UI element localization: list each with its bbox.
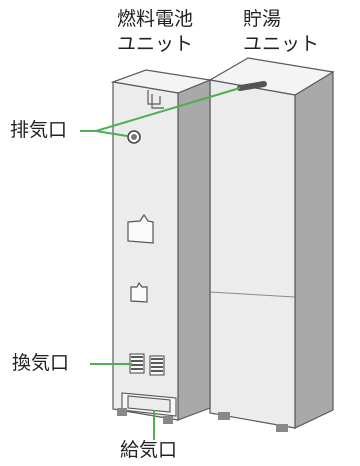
air-intake-opening — [121, 392, 177, 417]
fuel-cell-unit — [110, 69, 213, 424]
storage-unit-side — [294, 70, 334, 429]
fuel-cell-unit-front — [112, 81, 179, 421]
storage-unit-front — [209, 79, 296, 429]
fuel-cell-small-box — [130, 281, 148, 303]
ventilation-label: 換気口 — [12, 352, 70, 374]
fuel-cell-unit-foot — [117, 408, 127, 416]
fuel-cell-unit-side — [177, 79, 211, 421]
storage-unit-exhaust-slot — [237, 81, 267, 91]
storage-unit — [208, 57, 335, 432]
storage-unit-foot — [218, 412, 230, 420]
fuel-cell-access-box — [127, 213, 154, 244]
storage-unit-label-line2: ユニット — [243, 33, 320, 55]
exhaust-port-center — [131, 134, 137, 140]
storage-unit-label-line1: 貯湯 — [243, 8, 282, 30]
fuel-cell-unit-label-line1: 燃料電池 — [117, 8, 194, 30]
fuel-cell-unit-label-line2: ユニット — [117, 33, 194, 55]
storage-unit-panel-seam — [209, 291, 296, 298]
ventilation-grille-right — [149, 355, 165, 376]
intake-label: 給気口 — [120, 439, 178, 461]
leader-lines — [80, 87, 241, 440]
fuel-cell-unit-foot — [163, 416, 173, 424]
fuel-cell-unit-bracket — [147, 90, 164, 109]
ventilation-grille-left — [129, 353, 145, 374]
exhaust-label: 排気口 — [10, 119, 68, 141]
exhaust-leader-line-top — [95, 87, 241, 132]
storage-unit-foot — [276, 424, 288, 432]
